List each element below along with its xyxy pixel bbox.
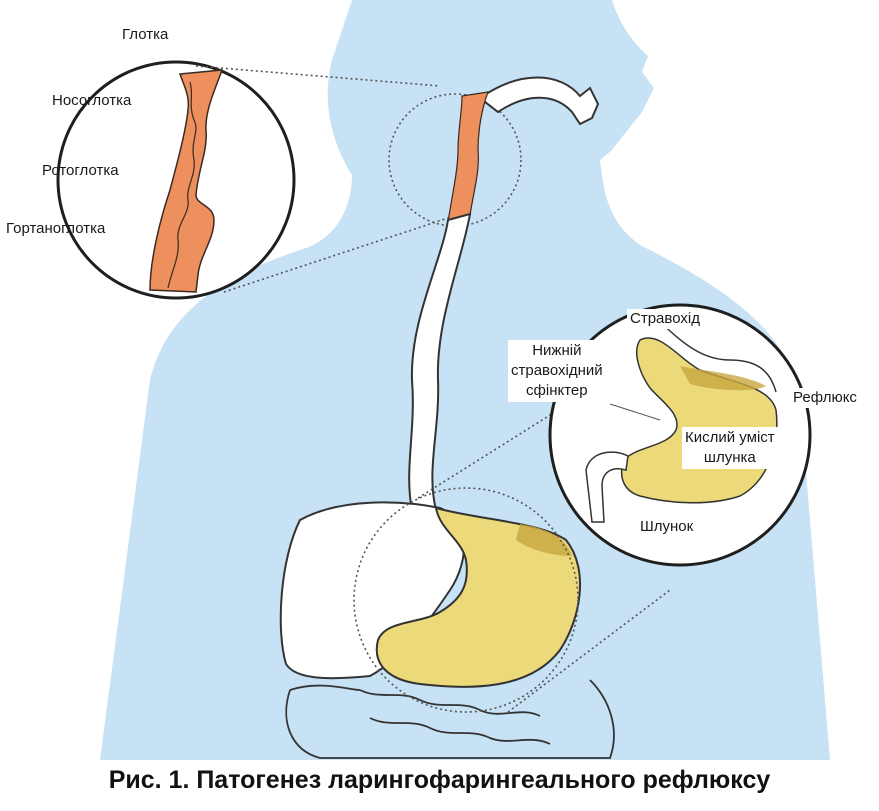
les-line-2: стравохідний <box>511 362 603 379</box>
label-lower-esophageal-sphincter: Нижній стравохідний сфінктер <box>508 340 606 402</box>
figure-caption: Рис. 1. Патогенез ларингофарингеального … <box>108 766 771 794</box>
label-laryngopharynx: Гортаноглотка <box>6 220 106 237</box>
label-reflux: Рефлюкс <box>790 388 860 408</box>
acid-line-1: Кислий уміст <box>685 429 775 446</box>
les-line-3: сфінктер <box>526 382 588 399</box>
duodenum-enlarged <box>585 451 629 523</box>
acid-line-2: шлунка <box>703 449 756 466</box>
label-oropharynx: Ротоглотка <box>42 162 119 179</box>
stomach-enlarged-shadow <box>680 366 766 391</box>
stomach-dotted-circle <box>353 487 579 713</box>
stomach-shadow <box>516 524 572 556</box>
label-esophagus: Стравохід <box>627 309 703 329</box>
label-nasopharynx: Носоглотка <box>52 92 132 109</box>
body-silhouette <box>100 0 830 760</box>
stomach <box>375 506 582 688</box>
pharynx-enlarged-inner <box>167 81 197 289</box>
stomach-connector-lines <box>417 389 671 713</box>
intestines <box>285 679 615 759</box>
label-acidic-gastric-content: Кислий уміст шлунка <box>682 427 778 469</box>
pharynx-enlarged <box>149 69 224 293</box>
airway-tube <box>478 76 600 126</box>
pharynx-connector-lines <box>195 65 449 293</box>
les-line-1: Нижній <box>532 342 582 359</box>
throat-dotted-circle <box>388 93 522 227</box>
esophagus-enlarged <box>659 321 777 393</box>
label-leader-lines <box>609 403 661 421</box>
label-stomach: Шлунок <box>640 518 694 535</box>
label-pharynx: Глотка <box>122 26 169 43</box>
